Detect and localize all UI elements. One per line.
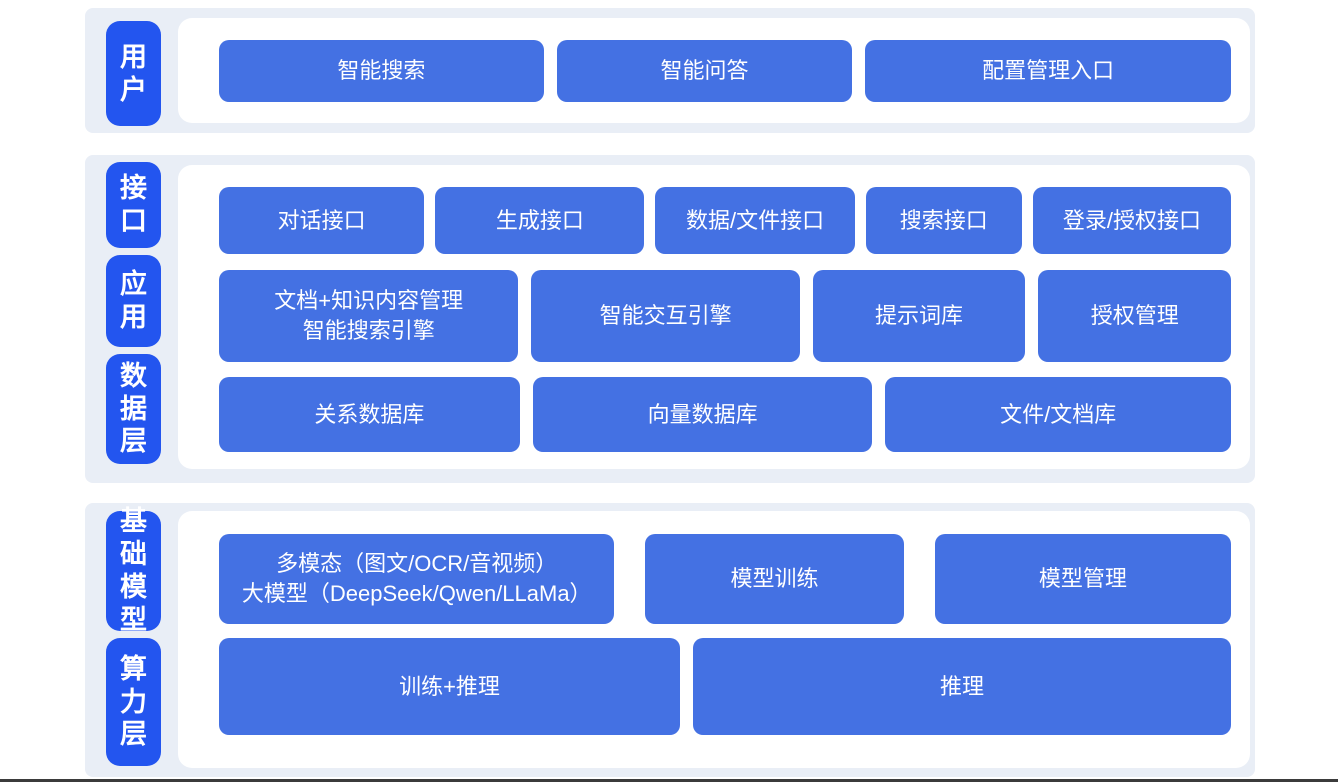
block-intelligent-search: 智能搜索 <box>219 39 544 102</box>
foundation-model-row: 多模态（图文/OCR/音视频） 大模型（DeepSeek/Qwen/LLaMa）… <box>219 534 1231 624</box>
block-dialog-api: 对话接口 <box>219 187 425 254</box>
block-vector-database: 向量数据库 <box>532 377 873 452</box>
block-generation-api: 生成接口 <box>435 187 645 254</box>
block-config-management-entry: 配置管理入口 <box>865 39 1231 102</box>
compute-row: 训练+推理 推理 <box>219 638 1231 735</box>
layer-label-application: 应用 <box>106 255 161 347</box>
layer-label-user: 用户 <box>106 21 161 126</box>
user-layer-label-column: 用户 <box>106 8 161 133</box>
interface-row: 对话接口 生成接口 数据/文件接口 搜索接口 登录/授权接口 <box>219 187 1231 254</box>
middle-layer-label-column: 接口 应用 数据层 <box>106 155 161 483</box>
layer-label-foundation-model: 基础模型 <box>106 506 161 635</box>
layer-label-data: 数据层 <box>106 354 161 464</box>
block-training-plus-inference: 训练+推理 <box>219 638 680 735</box>
block-authorization-management: 授权管理 <box>1038 270 1231 362</box>
bottom-layer-label-column: 基础模型 算力层 <box>106 503 161 777</box>
user-layer-panel: 智能搜索 智能问答 配置管理入口 <box>178 18 1250 123</box>
layer-label-compute: 算力层 <box>106 638 161 766</box>
block-search-api: 搜索接口 <box>865 187 1022 254</box>
block-model-training: 模型训练 <box>645 534 904 624</box>
block-prompt-library: 提示词库 <box>812 270 1026 362</box>
block-model-management: 模型管理 <box>934 534 1231 624</box>
block-interaction-engine: 智能交互引擎 <box>531 270 800 362</box>
block-file-document-store: 文件/文档库 <box>885 377 1231 452</box>
layer-label-interface: 接口 <box>106 162 161 248</box>
block-inference: 推理 <box>693 638 1231 735</box>
block-multimodal-llm: 多模态（图文/OCR/音视频） 大模型（DeepSeek/Qwen/LLaMa） <box>219 534 615 624</box>
layer-band-user: 用户 智能搜索 智能问答 配置管理入口 <box>85 8 1255 133</box>
block-data-file-api: 数据/文件接口 <box>655 187 855 254</box>
diagram-body: 用户 智能搜索 智能问答 配置管理入口 接口 应用 数据层 对话接口 生成接口 <box>85 8 1255 777</box>
layer-band-bottom: 基础模型 算力层 多模态（图文/OCR/音视频） 大模型（DeepSeek/Qw… <box>85 503 1255 777</box>
block-intelligent-qa: 智能问答 <box>556 39 853 102</box>
block-doc-knowledge-search-engine: 文档+知识内容管理 智能搜索引擎 <box>219 270 519 362</box>
layer-band-middle: 接口 应用 数据层 对话接口 生成接口 数据/文件接口 搜索接口 登录/授权接口… <box>85 155 1255 483</box>
user-layer-row: 智能搜索 智能问答 配置管理入口 <box>219 39 1231 102</box>
application-row: 文档+知识内容管理 智能搜索引擎 智能交互引擎 提示词库 授权管理 <box>219 270 1231 362</box>
middle-layer-panel: 对话接口 生成接口 数据/文件接口 搜索接口 登录/授权接口 文档+知识内容管理… <box>178 165 1250 469</box>
data-row: 关系数据库 向量数据库 文件/文档库 <box>219 377 1231 452</box>
block-login-auth-api: 登录/授权接口 <box>1032 187 1231 254</box>
block-relational-database: 关系数据库 <box>219 377 520 452</box>
bottom-layer-panel: 多模态（图文/OCR/音视频） 大模型（DeepSeek/Qwen/LLaMa）… <box>178 511 1250 768</box>
bottom-border-line <box>0 779 1338 782</box>
